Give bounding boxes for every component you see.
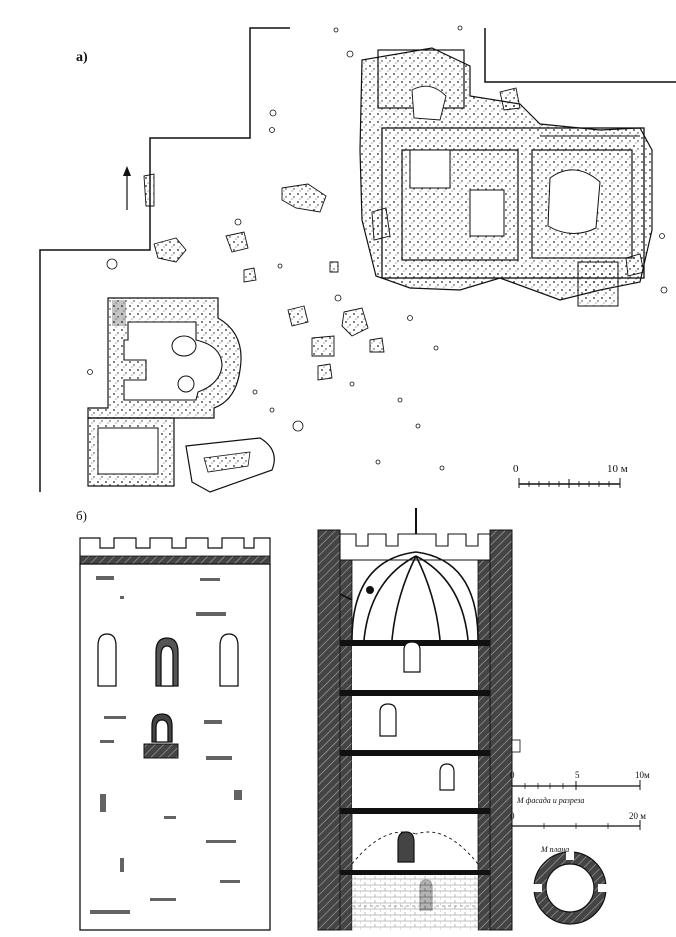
facade-scale-mid: 5 — [575, 770, 580, 780]
facade-scale-max: 10м — [635, 770, 650, 780]
round-plan-scale-zero: 0 — [510, 811, 515, 821]
tower-facade — [79, 537, 271, 931]
facade-scale-caption: М фасада и разреза — [517, 796, 585, 805]
excavation-boundary — [39, 27, 290, 492]
panel-a-label: а) — [76, 50, 88, 65]
small-stones — [87, 25, 668, 471]
plan-scale-zero: 0 — [513, 463, 519, 475]
church-ruins-plan — [87, 297, 275, 493]
round-plan-scale-max: 20 м — [629, 811, 646, 821]
excavation-boundary-east — [484, 28, 676, 83]
tower-round-plan — [532, 850, 608, 925]
main-building-ruins — [359, 47, 653, 307]
panel-b-label: б) — [76, 508, 87, 523]
tower-section — [317, 508, 521, 931]
facade-scale-bar — [511, 780, 641, 790]
facade-windows — [97, 633, 239, 743]
balcony — [143, 743, 179, 759]
scattered-fragments — [143, 87, 645, 381]
plan-scale-bar — [518, 478, 621, 488]
north-arrow-icon — [123, 166, 131, 210]
site-plan — [39, 25, 676, 493]
facade-scale-zero: 0 — [510, 770, 515, 780]
round-plan-scale-caption: М плана — [541, 845, 570, 854]
plan-scale-max: 10 м — [607, 463, 628, 475]
round-plan-scale-bar — [511, 820, 641, 830]
